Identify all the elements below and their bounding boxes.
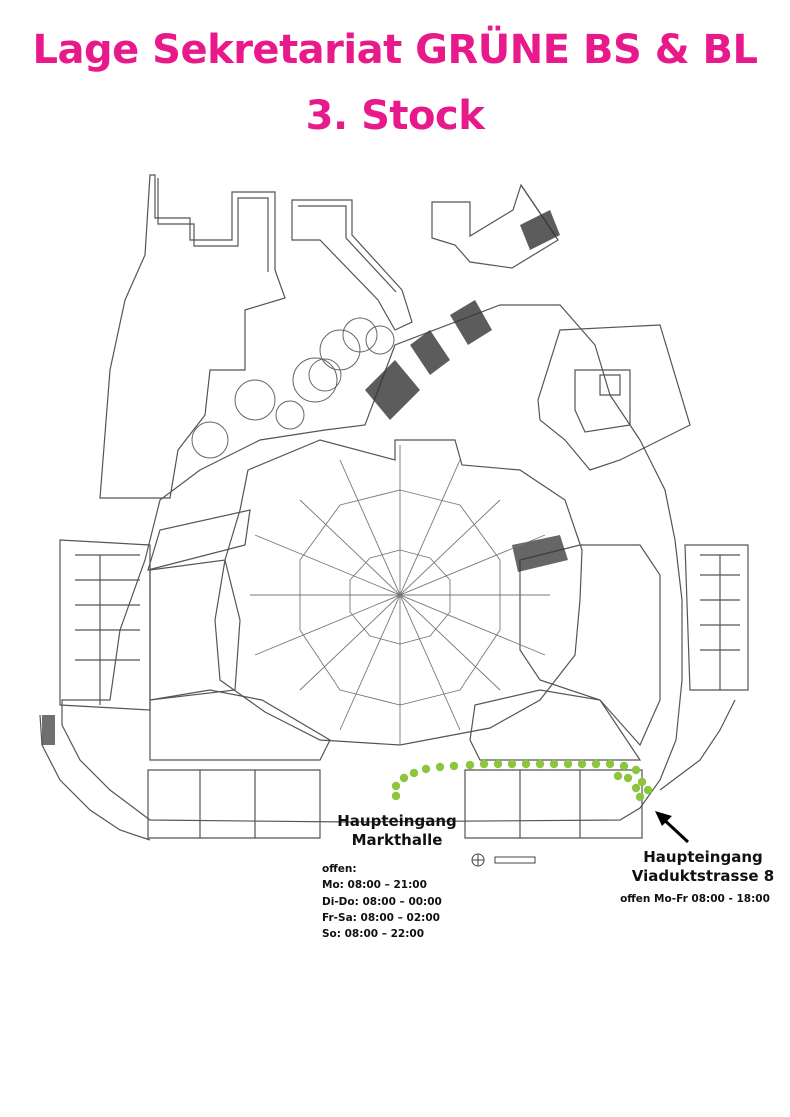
opening-hours-viadukt: offen Mo-Fr 08:00 - 18:00 xyxy=(620,893,770,905)
hours-row: Fr-Sa: 08:00 – 02:00 xyxy=(322,911,440,924)
route-dots xyxy=(391,759,653,802)
entrance-label-markthalle: Haupteingang Markthalle xyxy=(322,812,472,850)
page-title: Lage Sekretariat GRÜNE BS & BL xyxy=(32,27,759,73)
open-label: offen: xyxy=(322,863,357,875)
entrance-markthalle-line1: Haupteingang xyxy=(337,812,457,830)
compass-icon xyxy=(471,853,536,867)
hours-row: So: 08:00 – 22:00 xyxy=(322,928,425,941)
arrow-up-left-icon xyxy=(655,811,690,844)
opening-hours-markthalle: offen: Mo: 08:00 – 21:00 Di-Do: 08:00 – … xyxy=(322,861,442,942)
hours-row: Mo: 08:00 – 21:00 xyxy=(322,879,427,892)
entrance-label-viadukt: Haupteingang Viaduktstrasse 8 xyxy=(628,848,778,886)
entrance-viadukt-line2: Viaduktstrasse 8 xyxy=(631,866,775,885)
stairs-hatching xyxy=(42,210,568,745)
hours-row: Di-Do: 08:00 – 00:00 xyxy=(322,895,442,908)
building-outlines xyxy=(39,174,749,841)
entrance-markthalle-line2: Markthalle xyxy=(351,830,443,849)
dome-radial-lines xyxy=(250,445,550,745)
entrance-viadukt-line1: Haupteingang xyxy=(643,848,763,866)
trees xyxy=(191,317,395,459)
page-subtitle-floor: 3. Stock xyxy=(305,93,485,139)
